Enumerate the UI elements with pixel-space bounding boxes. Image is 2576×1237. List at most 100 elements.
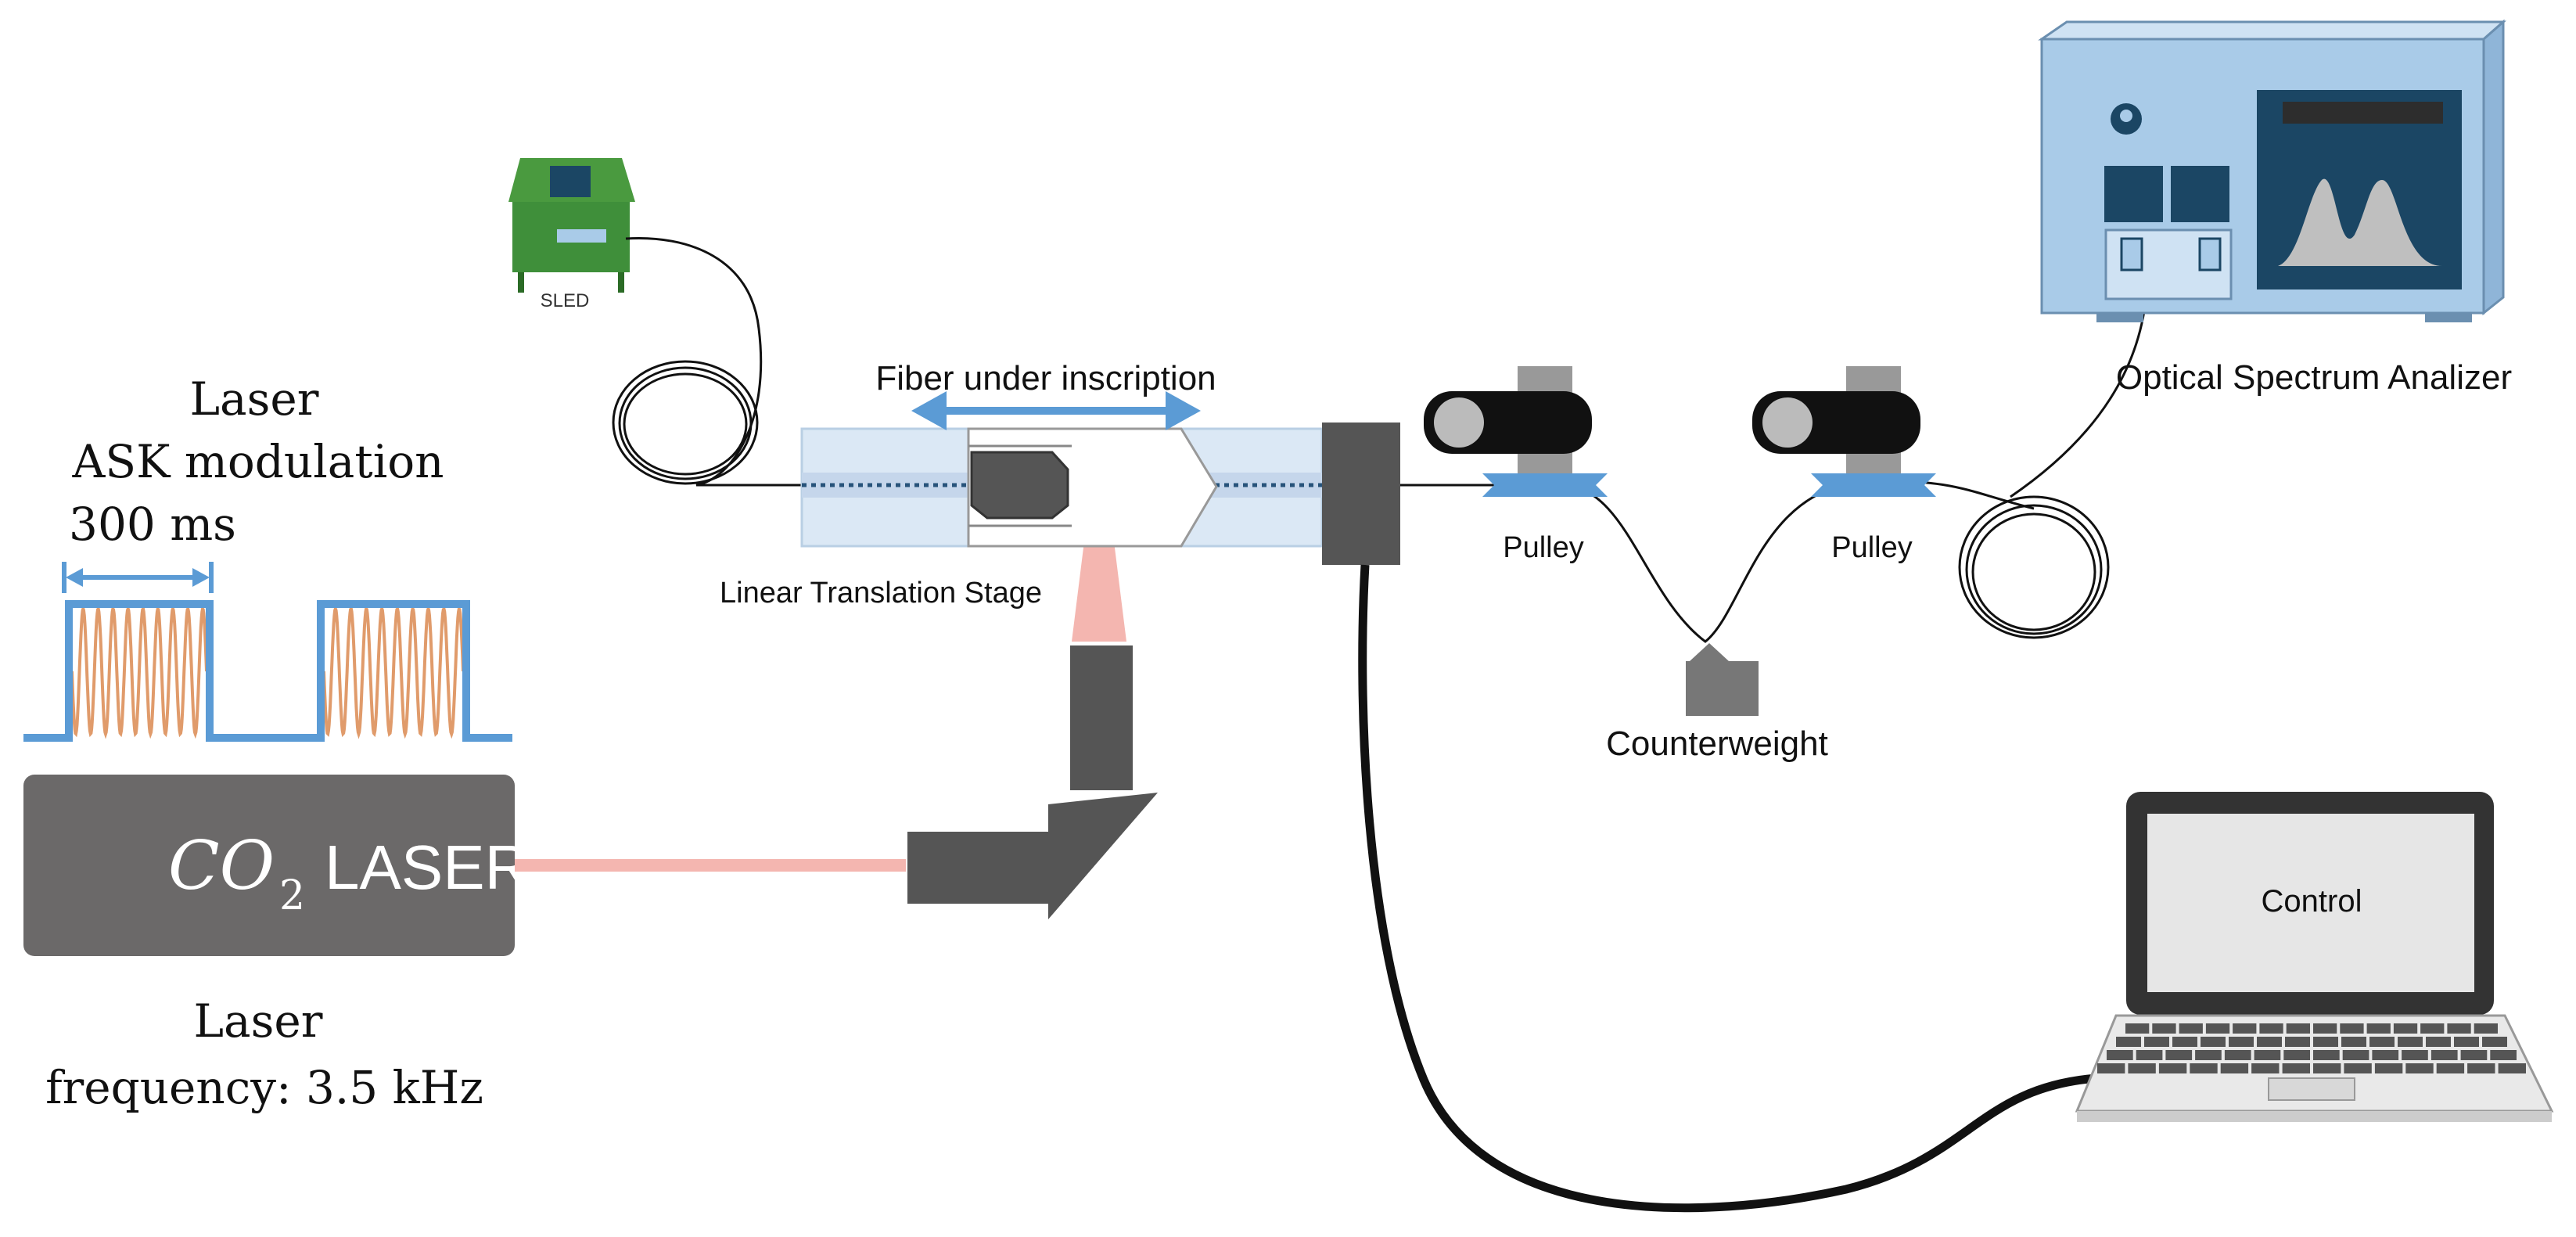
keyboard-key [2283,1050,2310,1060]
turning-mirror [1048,793,1158,919]
keyboard-key [2282,1063,2310,1073]
pulley-right-hub [1762,397,1813,448]
pulley-left-label: Pulley [1503,531,1584,564]
beam-entry-block [907,832,1048,904]
control-laptop: Control [2075,792,2554,1122]
keyboard-key [2313,1037,2338,1047]
keyboard-key [2313,1063,2341,1073]
keyboard-key [2136,1050,2163,1060]
pulley-left: Pulley [1424,366,1608,564]
keyboard-key [2220,1063,2249,1073]
keyboard-key [2229,1037,2254,1047]
keyboard-key [2436,1063,2465,1073]
tension-fiber [1400,281,2149,643]
keyboard-key [2402,1050,2428,1060]
keyboard-key [2201,1037,2226,1047]
keyboard-key [2313,1023,2337,1034]
keyboard-key [2205,1023,2230,1034]
linear-translation-stage: Fiber under inscription Linear Translati… [720,359,1324,610]
laser-frequency-line2: frequency: 3.5 kHz [45,1061,483,1114]
osa-top [2038,20,2506,41]
keyboard-key [2144,1037,2169,1047]
keyboard-key [2152,1023,2176,1034]
keyboard-key [2405,1063,2434,1073]
beam-focused-cone [1072,485,1126,642]
keyboard-key [2369,1037,2395,1047]
keyboard-key [2195,1050,2222,1060]
laser-name-main: CO [168,827,275,905]
keyboard-key [2460,1050,2488,1060]
keyboard-key [2097,1063,2125,1073]
pulley-right-groove [1811,473,1936,497]
keyboard-key [2341,1037,2366,1047]
counterweight: Counterweight [1606,643,1828,763]
pulley-right-label: Pulley [1831,531,1913,564]
keyboard-key [2259,1023,2283,1034]
keyboard-key [2372,1050,2399,1060]
keyboard-key [2251,1063,2280,1073]
keyboard-key [2165,1050,2193,1060]
keyboard-key [2233,1023,2257,1034]
sine-burst-2 [322,603,465,739]
stage-label: Linear Translation Stage [720,577,1042,610]
laser-name-subscript: 2 [279,872,305,919]
beam-horizontal [515,859,906,872]
osa-button-2 [2171,166,2229,222]
fiber-under-inscription-label: Fiber under inscription [875,359,1216,397]
sine-burst-1 [70,603,208,739]
osa-label: Optical Spectrum Analizer [2116,358,2512,397]
beam-steering-optics [907,645,1158,919]
laser-name-rest: LASER [325,832,530,902]
keyboard-key [2286,1023,2310,1034]
osa-side [2482,19,2505,316]
stage-motion-arrow [911,391,1201,430]
keyboard-key [2342,1050,2369,1060]
optical-spectrum-analyzer: Optical Spectrum Analizer [2038,19,2512,397]
laser-beam-path [515,485,1126,872]
keyboard-key [2107,1050,2133,1060]
keyboard-key [2490,1050,2517,1060]
keyboard-key [2447,1023,2471,1034]
period-arrow [62,562,214,593]
modulation-period-label: 300 ms [69,498,236,551]
control-cable [1358,564,2097,1213]
osa-spectrum-trace [2278,178,2442,266]
keyboard-key [2190,1063,2218,1073]
focusing-lens-tube [1070,645,1133,790]
laptop-keyboard [2097,1023,2526,1073]
keyboard-key [2467,1063,2495,1073]
ask-modulation-block: Laser ASK modulation 300 ms [23,372,512,742]
laser-frequency-line1: Laser [194,994,323,1048]
keyboard-key [2374,1063,2403,1073]
keyboard-key [2366,1023,2391,1034]
keyboard-key [2224,1050,2251,1060]
keyboard-key [2116,1037,2141,1047]
keyboard-key [2179,1023,2203,1034]
sled-fiber [612,236,806,487]
pulley-left-hub [1434,397,1484,448]
keyboard-key [2430,1050,2458,1060]
osa-button-1 [2104,166,2163,222]
osa-input-port [2120,237,2143,271]
keyboard-key [2498,1063,2526,1073]
pulse-train [23,600,512,742]
fiber-clamp [970,451,1069,520]
pulley-right: Pulley [1752,366,1936,564]
laptop-trackpad [2268,1077,2355,1101]
keyboard-key [2158,1063,2187,1073]
co2-laser: CO 2 LASER [23,775,530,956]
keyboard-key [2426,1037,2451,1047]
sled-connector [557,229,606,243]
keyboard-key [2128,1063,2156,1073]
modulation-title-line1: Laser [190,372,319,426]
keyboard-key [2313,1050,2340,1060]
keyboard-key [2125,1023,2150,1034]
sled-chip [550,166,591,197]
fiber-clamp-block [1322,423,1400,565]
keyboard-key [2482,1037,2507,1047]
modulation-title-line2: ASK modulation [71,435,444,488]
counterweight-mass [1686,643,1759,716]
keyboard-key [2398,1037,2423,1047]
sled-label: SLED [541,290,590,311]
